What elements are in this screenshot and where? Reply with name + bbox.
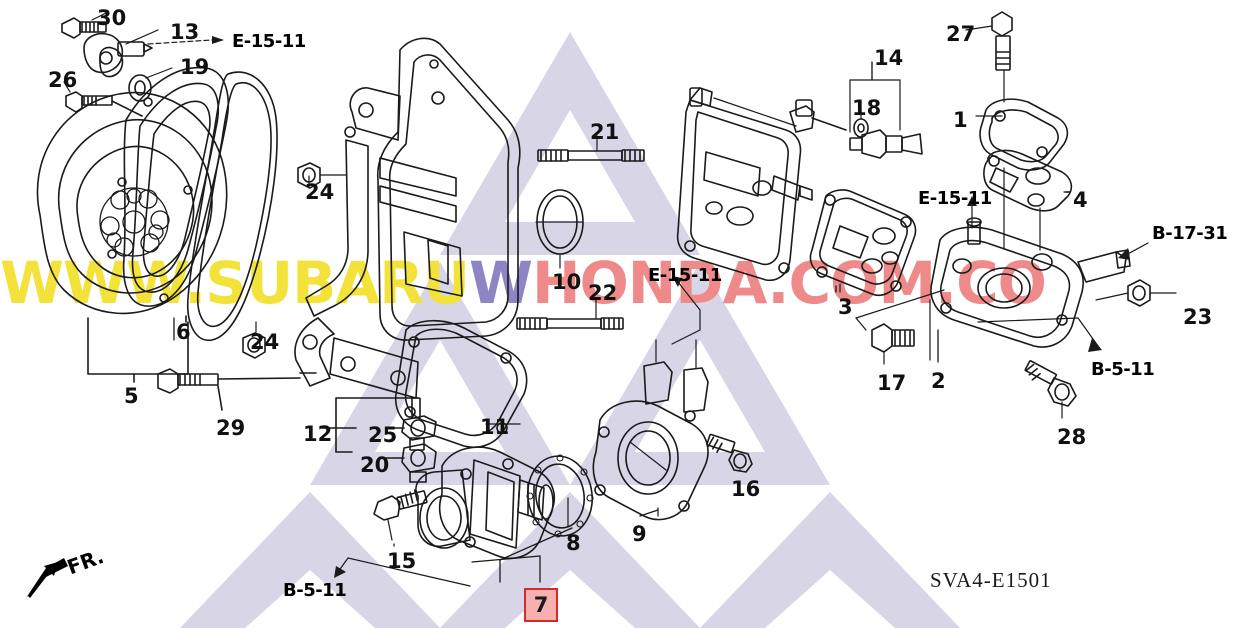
callout-9[interactable]: 9 bbox=[632, 522, 647, 546]
callout-13[interactable]: 13 bbox=[170, 20, 200, 44]
callout-1[interactable]: 1 bbox=[953, 108, 968, 132]
callout-6[interactable]: 6 bbox=[176, 320, 191, 344]
water-pump-assembly bbox=[36, 66, 278, 341]
sensor-17 bbox=[871, 323, 915, 353]
bolt-15 bbox=[373, 489, 428, 521]
callout-12[interactable]: 12 bbox=[303, 422, 333, 446]
gasket-8 bbox=[526, 454, 594, 538]
callout-11[interactable]: 11 bbox=[480, 415, 510, 439]
water-outlet-2 bbox=[930, 217, 1131, 348]
housing-cover-1 bbox=[979, 98, 1069, 171]
callout-16[interactable]: 16 bbox=[731, 477, 761, 501]
callout-23[interactable]: 23 bbox=[1183, 305, 1213, 329]
stud-22 bbox=[516, 317, 624, 330]
front-direction-arrow bbox=[26, 558, 68, 598]
section-ref-e-15-11-center[interactable]: E-15-11 bbox=[648, 265, 722, 286]
bolt-29 bbox=[157, 368, 317, 394]
highlighted-part-badge[interactable]: 7 bbox=[524, 588, 558, 622]
bolt-16 bbox=[706, 433, 753, 473]
watermark-segment-w: W bbox=[468, 249, 533, 317]
engine-bracket bbox=[294, 37, 521, 399]
callout-26[interactable]: 26 bbox=[48, 68, 78, 92]
washer-19 bbox=[128, 74, 152, 102]
callout-8[interactable]: 8 bbox=[566, 531, 581, 555]
callout-24-upper[interactable]: 24 bbox=[305, 180, 335, 204]
stud-21 bbox=[537, 149, 645, 162]
sensor-14 bbox=[849, 129, 923, 159]
callout-29[interactable]: 29 bbox=[216, 416, 246, 440]
callout-15[interactable]: 15 bbox=[387, 549, 417, 573]
housing-9 bbox=[592, 339, 709, 521]
callout-5[interactable]: 5 bbox=[124, 384, 139, 408]
bolt-26 bbox=[65, 91, 143, 117]
callout-19[interactable]: 19 bbox=[180, 55, 210, 79]
watermark-text: WWW.SUBARUWHONDA.COM.CO bbox=[0, 248, 1243, 318]
callout-3[interactable]: 3 bbox=[838, 295, 853, 319]
valve-body-assembly bbox=[676, 87, 847, 282]
water-pump-7 bbox=[415, 446, 556, 560]
callout-17[interactable]: 17 bbox=[877, 371, 907, 395]
bolt-28 bbox=[1024, 360, 1077, 407]
o-ring-18 bbox=[853, 118, 869, 138]
callout-20[interactable]: 20 bbox=[360, 453, 390, 477]
bolt-27 bbox=[991, 11, 1013, 71]
callout-10[interactable]: 10 bbox=[552, 270, 582, 294]
callout-4[interactable]: 4 bbox=[1073, 188, 1088, 212]
callout-27[interactable]: 27 bbox=[946, 22, 976, 46]
fitting-13 bbox=[83, 32, 153, 78]
section-ref-e-15-11-top[interactable]: E-15-11 bbox=[232, 31, 306, 52]
nut-23 bbox=[1095, 279, 1177, 307]
callout-24-lower[interactable]: 24 bbox=[250, 330, 280, 354]
o-ring-10 bbox=[535, 189, 584, 255]
gasket-3 bbox=[809, 189, 917, 297]
gasket-4 bbox=[983, 149, 1073, 212]
callout-14[interactable]: 14 bbox=[874, 46, 904, 70]
section-ref-e-15-11-right[interactable]: E-15-11 bbox=[918, 188, 992, 209]
callout-22[interactable]: 22 bbox=[588, 281, 618, 305]
fitting-20 bbox=[401, 437, 437, 483]
section-ref-b-17-31[interactable]: B-17-31 bbox=[1152, 223, 1228, 244]
section-ref-b-5-11-right[interactable]: B-5-11 bbox=[1091, 359, 1155, 380]
callout-28[interactable]: 28 bbox=[1057, 425, 1087, 449]
watermark-segment-subaru: WWW.SUBARU bbox=[0, 249, 470, 317]
callout-18[interactable]: 18 bbox=[852, 96, 882, 120]
section-ref-b-5-11-bottom[interactable]: B-5-11 bbox=[283, 580, 347, 601]
diagram-code: SVA4-E1501 bbox=[930, 568, 1052, 592]
callout-21[interactable]: 21 bbox=[590, 120, 620, 144]
callout-2[interactable]: 2 bbox=[931, 369, 946, 393]
callout-25[interactable]: 25 bbox=[368, 423, 398, 447]
fitting-25 bbox=[401, 397, 437, 441]
front-direction-label: FR. bbox=[63, 544, 107, 580]
callout-30[interactable]: 30 bbox=[97, 6, 127, 30]
